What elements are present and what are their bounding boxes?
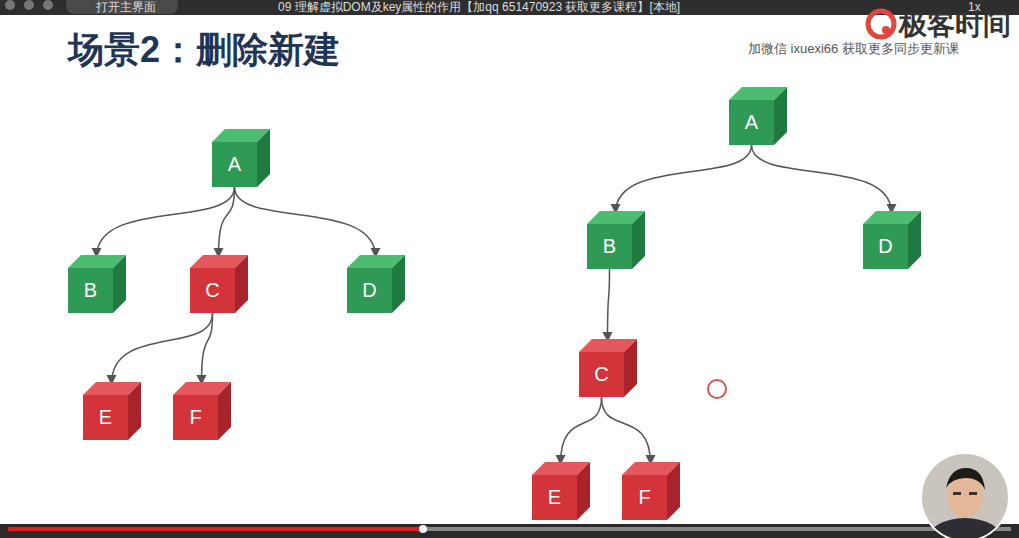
node-letter: B bbox=[68, 268, 113, 313]
tree-edge bbox=[219, 187, 235, 257]
tree-node-cube: B bbox=[68, 255, 126, 313]
tree-node-cube: D bbox=[347, 255, 405, 313]
tree-node-cube: A bbox=[212, 129, 270, 187]
node-letter: C bbox=[579, 352, 624, 397]
tree-node-cube: D bbox=[863, 211, 921, 269]
overlay-label: 09 理解虚拟DOM及key属性的作用【加qq 651470923 获取更多课程… bbox=[278, 0, 680, 14]
brand-logo bbox=[882, 26, 890, 34]
node-letter: F bbox=[173, 395, 218, 440]
window-dot bbox=[43, 0, 53, 10]
tree-node-cube: E bbox=[83, 382, 141, 440]
tree-edge bbox=[97, 187, 235, 257]
progress-fill bbox=[8, 527, 423, 531]
tree-edge bbox=[202, 313, 213, 384]
overlay-label: 加微信 ixuexi66 获取更多同步更新课 bbox=[748, 41, 959, 57]
node-letter: E bbox=[83, 395, 128, 440]
tree-edge bbox=[752, 145, 892, 213]
tree-node-cube: F bbox=[622, 462, 680, 520]
tree-node-cube: A bbox=[729, 87, 787, 145]
node-letter: E bbox=[532, 475, 577, 520]
cube-shape bbox=[622, 462, 680, 520]
tree-edge bbox=[112, 313, 213, 384]
tree-node-cube: C bbox=[579, 339, 637, 397]
home-pill bbox=[66, 0, 178, 14]
node-letter: D bbox=[863, 224, 908, 269]
tree-node-cube: C bbox=[190, 255, 248, 313]
brand-logo bbox=[868, 11, 894, 37]
player-bar bbox=[0, 524, 1019, 538]
node-letter: A bbox=[729, 100, 774, 145]
tree-edge bbox=[608, 269, 610, 341]
thumbnail-ring bbox=[921, 453, 1009, 538]
window-dot bbox=[24, 0, 34, 10]
tree-edge bbox=[602, 397, 651, 464]
tree-node-cube: E bbox=[532, 462, 590, 520]
node-letter: C bbox=[190, 268, 235, 313]
slide-title: 场景2：删除新建 bbox=[68, 26, 340, 75]
cube-shape bbox=[173, 382, 231, 440]
progress-track bbox=[8, 527, 1011, 531]
progress-knob bbox=[419, 525, 427, 533]
tree-node-cube: B bbox=[587, 211, 645, 269]
tree-edge bbox=[561, 397, 602, 464]
overlay-label: 极客时间 bbox=[899, 9, 1011, 41]
window-dot bbox=[5, 0, 15, 10]
tree-edge bbox=[616, 145, 752, 213]
cursor-ring bbox=[708, 380, 726, 398]
window-bar bbox=[0, 0, 1019, 15]
node-letter: F bbox=[622, 475, 667, 520]
presenter-thumbnail bbox=[920, 452, 1010, 538]
overlay-label: 打开主界面 bbox=[96, 0, 156, 14]
tree-node-cube: F bbox=[173, 382, 231, 440]
tree-edge bbox=[235, 187, 376, 257]
node-letter: A bbox=[212, 142, 257, 187]
node-letter: D bbox=[347, 268, 392, 313]
node-letter: B bbox=[587, 224, 632, 269]
